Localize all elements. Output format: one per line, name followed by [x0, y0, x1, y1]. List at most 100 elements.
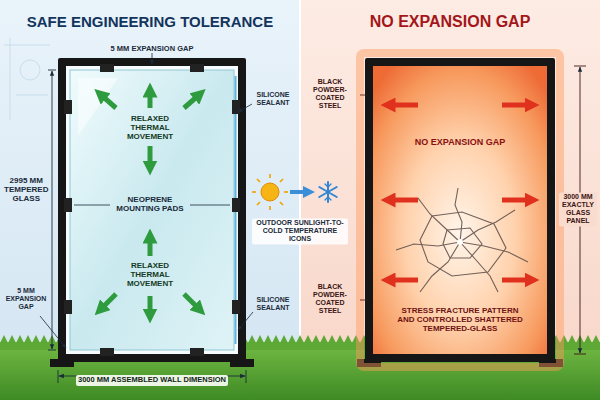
svg-rect	[64, 300, 72, 314]
svg-path	[420, 212, 506, 276]
svg-path	[148, 146, 153, 168]
glass-glare	[78, 78, 118, 136]
svg-rect	[100, 64, 114, 72]
svg-path	[148, 296, 153, 316]
svg-rect	[190, 64, 204, 72]
svg-line	[574, 66, 586, 67]
svg-path	[100, 294, 116, 310]
svg-path	[388, 278, 418, 283]
svg-rect	[64, 100, 72, 114]
panel-band: NO EXPANSION GAP NO EXPANSION GAP STRESS F…	[300, 0, 600, 400]
svg-line	[238, 104, 252, 112]
text-holder: BLACK POWDER-COATED STEEL	[303, 77, 357, 112]
svg-line	[319, 187, 336, 197]
svg-line	[58, 370, 59, 383]
svg-line	[4, 45, 50, 46]
svg-path	[502, 103, 532, 108]
impact-point	[457, 239, 463, 245]
panel-band: SAFE ENGINEERING TOLERANCE RELAXED THERMA…	[0, 0, 300, 400]
svg-rect	[232, 300, 240, 314]
text-holder: OUTDOOR SUNLIGHT-TO-COLD TEMPERATURE ICO…	[252, 218, 348, 245]
text-holder: SILICONE SEALANT	[249, 90, 297, 109]
warning-note: NO EXPANSION GAP	[413, 136, 507, 148]
part-label: SILICONE SEALANT	[249, 295, 297, 313]
svg-path	[443, 228, 482, 258]
svg-line	[257, 179, 260, 182]
svg-line	[269, 174, 271, 178]
text-holder: RELAXED THERMAL MOVEMENT	[122, 260, 178, 290]
svg-path	[455, 188, 462, 242]
text-holder: BLACK POWDER-COATED STEEL	[303, 282, 357, 317]
glass-pane: NO EXPANSION GAP STRESS FRACTURE PATTERN …	[373, 66, 547, 354]
svg-path	[148, 90, 153, 108]
svg-rect	[100, 348, 114, 356]
svg-rect	[64, 198, 72, 212]
temperature-icons	[252, 174, 337, 210]
svg-line	[48, 350, 56, 351]
movement-note: RELAXED THERMAL MOVEMENT	[122, 260, 178, 290]
svg-line	[238, 312, 253, 330]
safe-glass-frame	[40, 53, 254, 383]
sun-icon	[261, 183, 279, 201]
svg-path	[148, 236, 153, 256]
svg-path	[502, 278, 532, 283]
svg-line	[257, 202, 260, 205]
text-holder: 2995 MM TEMPERED GLASS	[2, 175, 50, 205]
dimension-label: 3000 MM EXACTLY GLASS PANEL	[559, 192, 597, 226]
leader-lines	[360, 95, 368, 300]
svg-path	[184, 294, 200, 310]
svg-rect	[190, 348, 204, 356]
svg-line	[246, 370, 247, 383]
part-label: NEOPRENE MOUNTING PADS	[113, 194, 187, 214]
svg-path	[184, 94, 200, 108]
svg-line	[48, 70, 56, 71]
svg-circle	[20, 60, 40, 80]
svg-line	[10, 38, 11, 120]
svg-line	[574, 354, 586, 355]
leader-lines	[40, 53, 253, 348]
panel-heading: NO EXPANSION GAP	[368, 12, 533, 32]
svg-line	[252, 191, 256, 193]
panel-heading: SAFE ENGINEERING TOLERANCE	[25, 12, 275, 31]
snowflake-icon	[319, 182, 336, 202]
text-holder: 3000 MM EXACTLY GLASS PANEL	[559, 192, 597, 227]
crack-pattern	[396, 188, 528, 292]
pressure-arrows	[388, 105, 532, 280]
svg-path	[396, 242, 460, 250]
icon-caption: OUTDOOR SUNLIGHT-TO-COLD TEMPERATURE ICO…	[252, 218, 348, 244]
thermal-arrows	[100, 90, 200, 316]
expansion-gap	[66, 66, 238, 354]
svg-path	[388, 198, 418, 203]
right-background	[300, 0, 600, 400]
gap-label: 5 MM EXPANSION GAP	[109, 44, 196, 55]
text-holder: STRESS FRACTURE PATTERN AND CONTROLLED S…	[394, 305, 526, 335]
svg-path	[325, 197, 331, 200]
stressed-glass	[373, 66, 547, 354]
svg-line	[280, 179, 283, 182]
svg-line	[40, 316, 66, 348]
svg-path	[460, 242, 528, 262]
svg-line	[52, 71, 53, 349]
failure-note: STRESS FRACTURE PATTERN AND CONTROLLED S…	[394, 305, 526, 335]
part-label: BLACK POWDER-COATED STEEL	[303, 282, 357, 316]
glass-pane: RELAXED THERMAL MOVEMENT NEOPRENE MOUNTIN…	[70, 70, 234, 350]
blueprint-lines	[4, 38, 50, 120]
failed-glass-frame	[357, 53, 586, 367]
dimension-label: 3000 MM ASSEMBLED WALL DIMENSION	[76, 375, 228, 386]
text-holder: NO EXPANSION GAP	[303, 12, 597, 32]
svg-line	[284, 191, 288, 193]
part-label: SILICONE SEALANT	[249, 90, 297, 108]
steel-frame	[365, 58, 555, 362]
sun-rays	[252, 174, 288, 210]
text-holder: 5 MM EXPANSION GAP	[82, 37, 222, 55]
svg-path	[325, 184, 331, 187]
text-holder: 3000 MM ASSEMBLED WALL DIMENSION	[59, 368, 245, 386]
text-holder: 5 MM EXPANSION GAP	[2, 286, 50, 313]
cooling-arrow	[290, 190, 309, 194]
text-holder: SILICONE SEALANT	[249, 295, 297, 314]
svg-line	[360, 95, 368, 96]
movement-note: RELAXED THERMAL MOVEMENT	[122, 113, 178, 143]
